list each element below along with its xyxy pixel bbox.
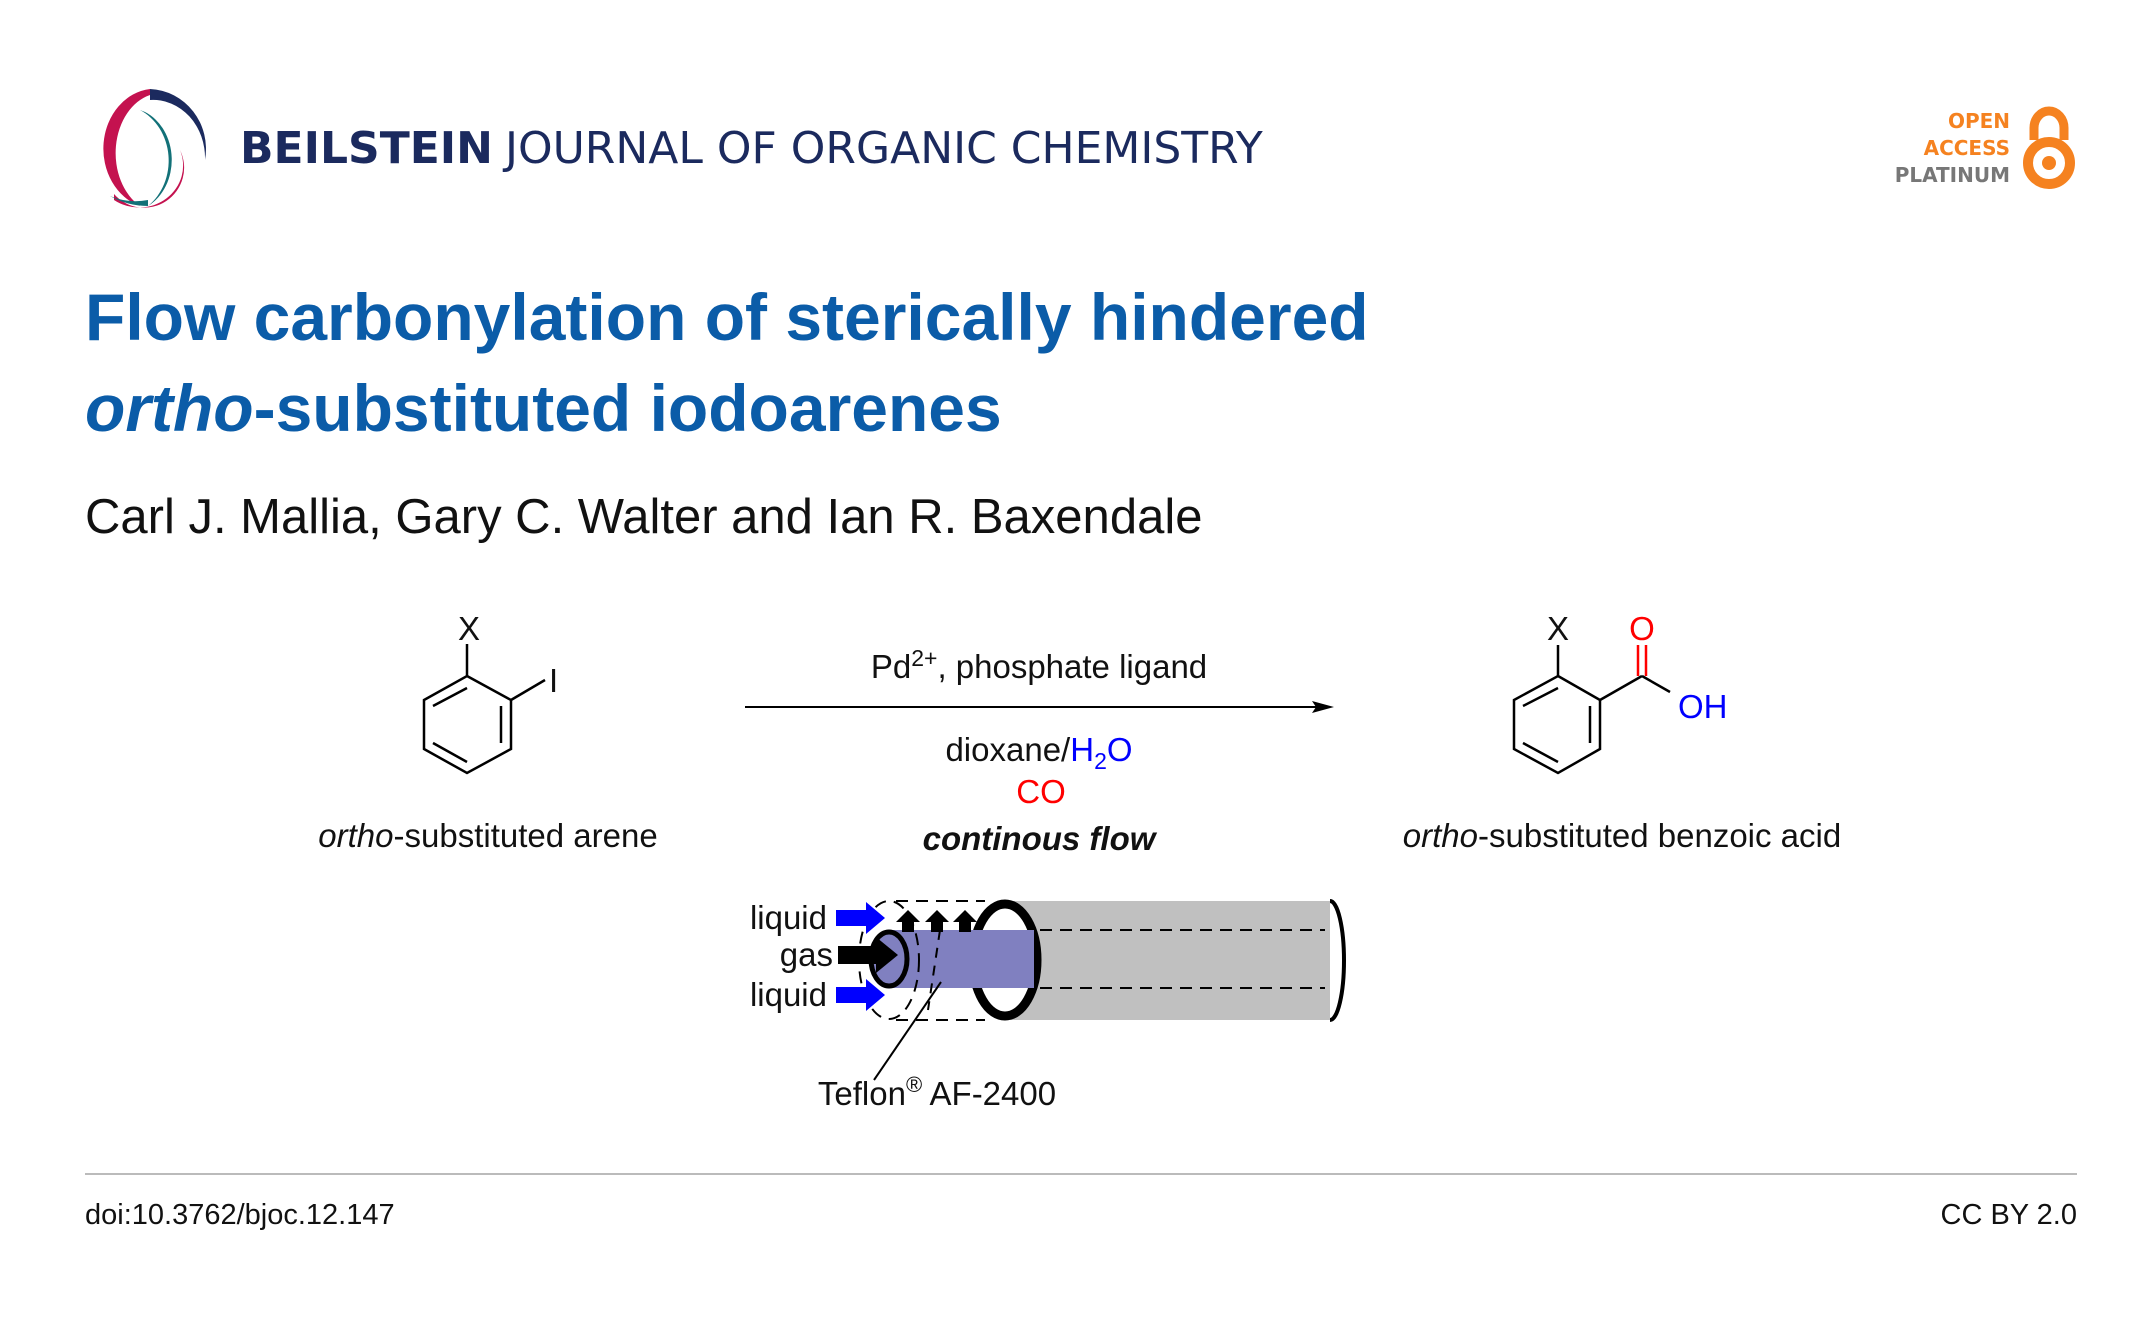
product-structure [1512,645,1671,775]
membrane-pointer-line [873,981,942,1081]
gas-permeation-arrows-icon [896,910,977,932]
co-text: CO [1016,773,1066,810]
reactant-iodine-label: I [549,662,558,699]
open-lock-icon [2023,106,2075,189]
license-link[interactable]: CC BY 2.0 [1941,1199,2077,1231]
badge-access: ACCESS [1924,136,2010,160]
liquid-arrow-icon [836,979,885,1011]
beilstein-logo-icon [103,89,206,208]
reactant-structure [422,644,546,775]
reaction-arrow [745,701,1334,713]
carbonyl-oxygen-label: O [1629,610,1655,647]
tube-in-tube-reactor [858,899,1346,1022]
hydroxyl-label: OH [1678,688,1728,725]
reactant-x-label: X [458,610,480,647]
liquid-arrow-icon [836,902,885,934]
article-title-line1: Flow carbonylation of sterically hindere… [85,280,1369,354]
solvent-text: dioxane/H2O [945,731,1132,774]
reactant-label: ortho-substituted arene [318,817,657,854]
membrane-label: Teflon® AF-2400 [818,1072,1056,1112]
flow-mode-text: continous flow [923,820,1158,857]
liquid-top-label: liquid [750,899,827,936]
gas-arrow-icon [838,937,898,973]
catalyst-text: Pd2+, phosphate ligand [871,645,1207,685]
gas-label: gas [780,936,833,973]
product-label: ortho-substituted benzoic acid [1403,817,1841,854]
liquid-bottom-label: liquid [750,976,827,1013]
article-title-line2: ortho-substituted iodoarenes [85,371,1002,445]
authors: Carl J. Mallia, Gary C. Walter and Ian R… [85,490,1202,544]
badge-open: OPEN [1948,109,2010,133]
product-x-label: X [1547,610,1569,647]
doi-link[interactable]: doi:10.3762/bjoc.12.147 [85,1199,395,1231]
badge-platinum: PLATINUM [1895,163,2010,187]
open-access-badge: OPEN ACCESS PLATINUM [1895,106,2075,189]
